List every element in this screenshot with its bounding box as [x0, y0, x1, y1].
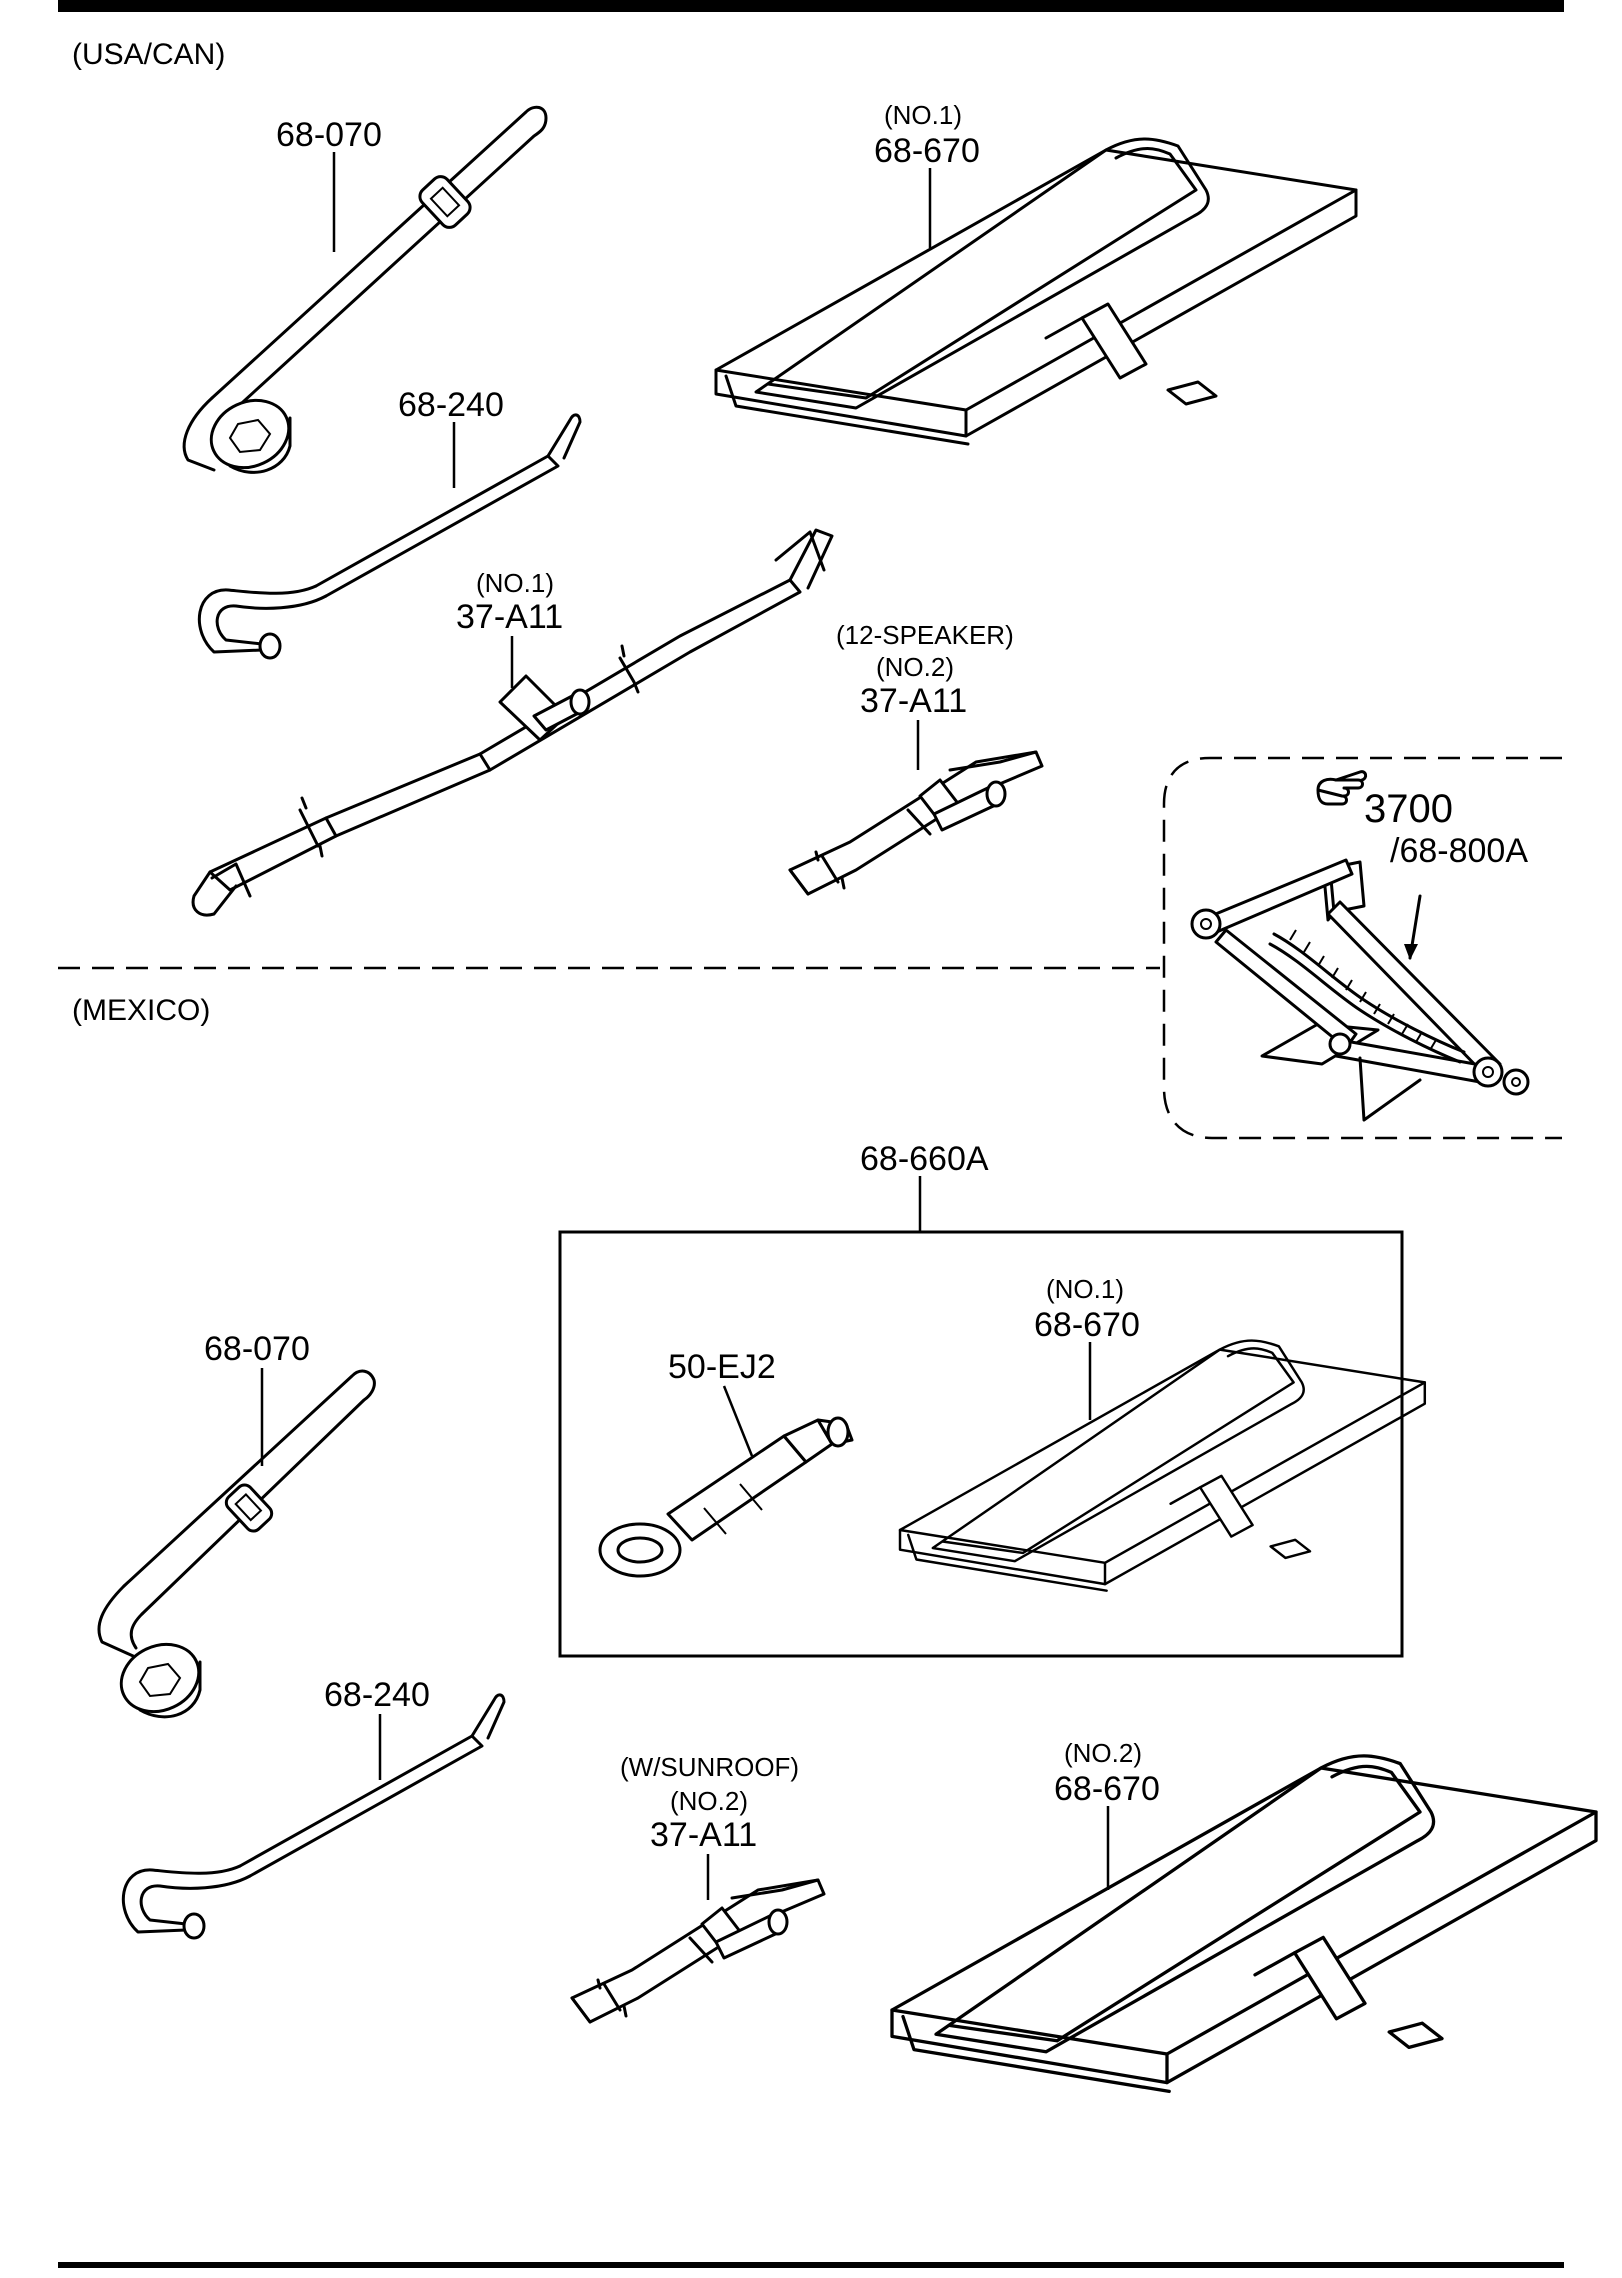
label-mx-bag1-note: (NO.1) — [1046, 1274, 1124, 1304]
jack-handle-mx — [121, 1693, 506, 1940]
towing-hook — [598, 1416, 854, 1578]
label-usa-bag: 68-670 — [874, 132, 980, 170]
label-usa-strap1: 37-A11 — [456, 598, 563, 636]
label-usa-strap2-note2: (NO.2) — [876, 652, 954, 682]
label-mx-bag2-note: (NO.2) — [1064, 1738, 1142, 1768]
label-usa-handle: 68-240 — [398, 386, 504, 424]
section-usa-can: (USA/CAN) — [72, 38, 225, 71]
scissor-jack — [1190, 858, 1530, 1122]
label-mx-handle: 68-240 — [324, 1676, 430, 1714]
tool-bag-kit — [898, 1339, 1427, 1592]
top-border — [58, 0, 1564, 12]
tool-bag-mx-no2 — [890, 1754, 1598, 2094]
kit-box — [558, 1230, 1404, 1658]
label-usa-strap1-note: (NO.1) — [476, 568, 554, 598]
label-usa-strap2: 37-A11 — [860, 682, 967, 720]
jack-ref-part: /68-800A — [1390, 832, 1528, 870]
label-mx-wrench: 68-070 — [204, 1330, 310, 1368]
section-mexico: (MEXICO) — [72, 994, 210, 1027]
jack-handle-usa — [197, 413, 582, 660]
long-strap-usa — [191, 528, 834, 917]
tool-bag-usa — [714, 137, 1358, 446]
pointing-hand-icon — [1316, 770, 1368, 806]
leader-mx-hook — [722, 1385, 754, 1457]
label-mx-kit: 68-660A — [860, 1140, 989, 1178]
lug-wrench-usa — [182, 105, 548, 474]
bottom-border — [58, 2262, 1564, 2268]
lug-wrench-mx — [97, 1369, 376, 1726]
label-mx-bag2: 68-670 — [1054, 1770, 1160, 1808]
label-usa-bag-note: (NO.1) — [884, 100, 962, 130]
jack-callout-box — [1162, 756, 1562, 1140]
label-mx-hook: 50-EJ2 — [668, 1348, 776, 1386]
label-mx-bag1: 68-670 — [1034, 1306, 1140, 1344]
label-mx-strap-note1: (W/SUNROOF) — [620, 1752, 799, 1782]
short-strap-usa — [788, 750, 1044, 896]
label-mx-strap: 37-A11 — [650, 1816, 757, 1854]
label-usa-strap2-note1: (12-SPEAKER) — [836, 620, 1014, 650]
short-strap-mx — [570, 1878, 826, 2024]
jack-ref-page: 3700 — [1364, 787, 1453, 831]
label-mx-strap-note2: (NO.2) — [670, 1786, 748, 1816]
label-usa-wrench: 68-070 — [276, 116, 382, 154]
